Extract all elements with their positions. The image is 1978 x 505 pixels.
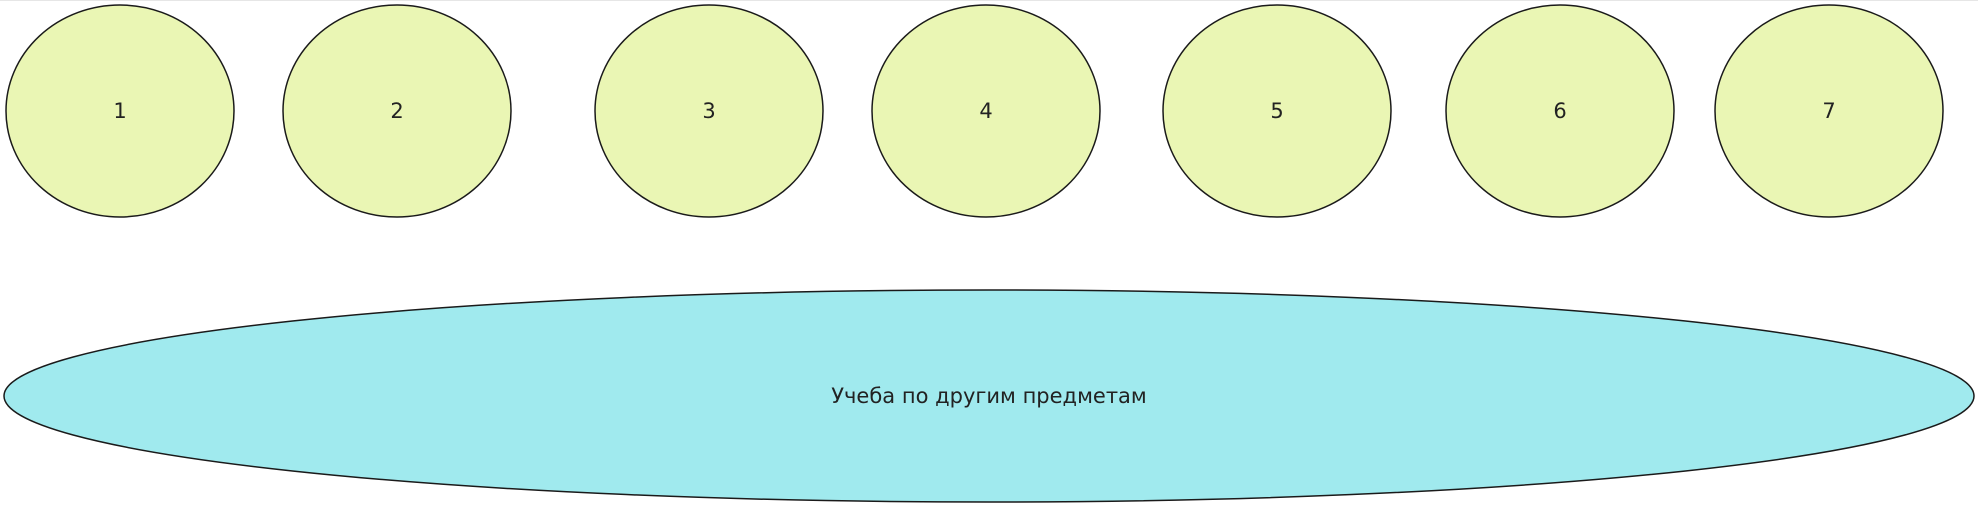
- base-ellipse[interactable]: Учеба по другим предметам: [3, 289, 1975, 503]
- node-4-label: 4: [979, 99, 992, 123]
- node-3-label: 3: [702, 99, 715, 123]
- node-5-label: 5: [1270, 99, 1283, 123]
- node-5[interactable]: 5: [1162, 4, 1392, 218]
- node-1[interactable]: 1: [5, 4, 235, 218]
- canvas-top-border: [0, 0, 1978, 1]
- node-1-label: 1: [113, 99, 126, 123]
- node-3[interactable]: 3: [594, 4, 824, 218]
- base-ellipse-label: Учеба по другим предметам: [831, 384, 1147, 408]
- node-6[interactable]: 6: [1445, 4, 1675, 218]
- node-7[interactable]: 7: [1714, 4, 1944, 218]
- node-2[interactable]: 2: [282, 4, 512, 218]
- node-2-label: 2: [390, 99, 403, 123]
- node-7-label: 7: [1822, 99, 1835, 123]
- node-4[interactable]: 4: [871, 4, 1101, 218]
- node-6-label: 6: [1553, 99, 1566, 123]
